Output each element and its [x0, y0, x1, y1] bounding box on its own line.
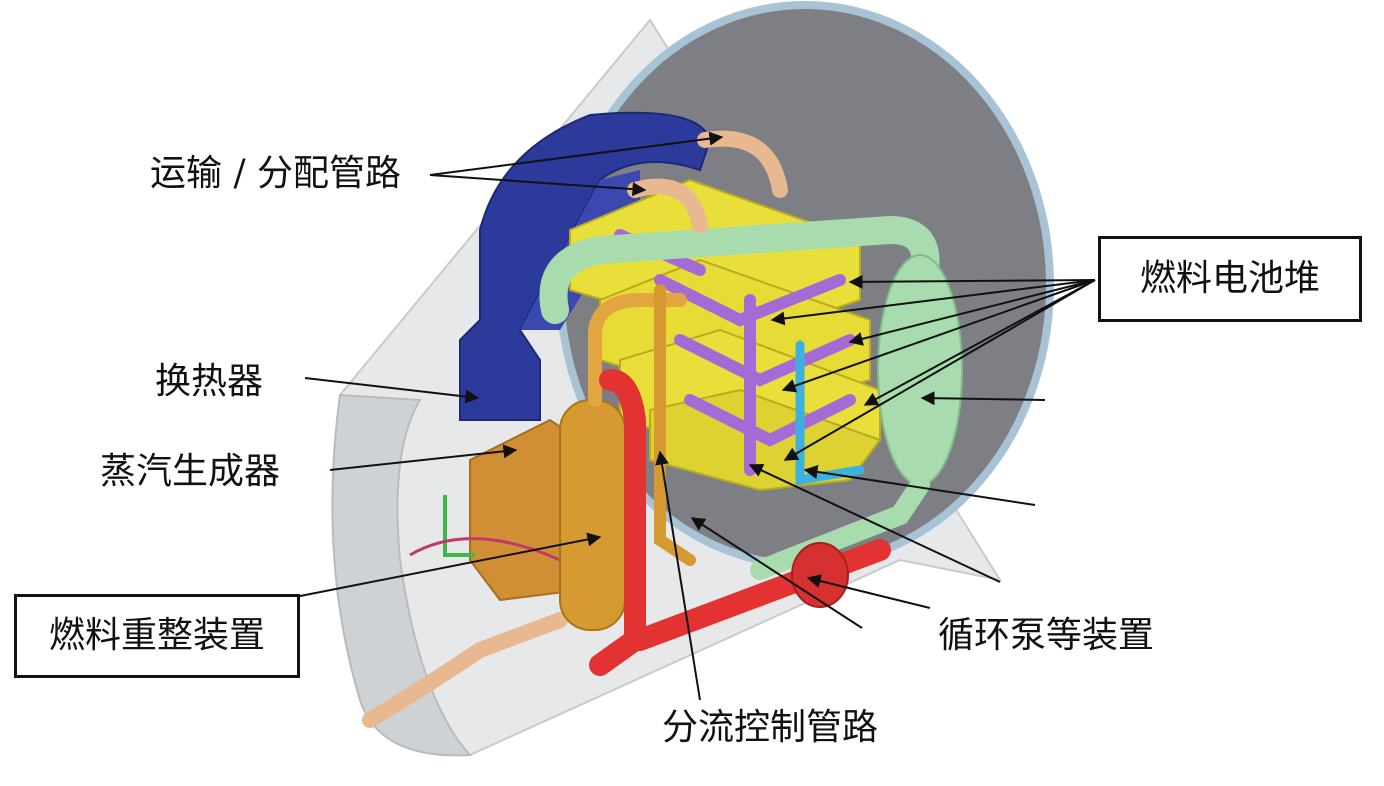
coolant-loop — [539, 215, 963, 580]
label-transport-pipes: 运输 / 分配管路 — [150, 153, 402, 194]
label-steam-generator: 蒸汽生成器 — [100, 451, 281, 492]
circulation-pump — [791, 542, 849, 608]
label-pump-devices: 循环泵等装置 — [938, 615, 1155, 656]
leader-arrows — [289, 131, 1096, 701]
label-shunt-pipes: 分流控制管路 — [662, 707, 879, 748]
label-heat-exchanger: 换热器 — [155, 361, 264, 402]
cyan-coolant-pipe — [795, 340, 865, 486]
label-fuel-cell-stack: 燃料电池堆 — [1098, 236, 1362, 322]
steam-generator-body — [409, 418, 602, 602]
label-fuel-reformer: 燃料重整装置 — [14, 594, 300, 678]
